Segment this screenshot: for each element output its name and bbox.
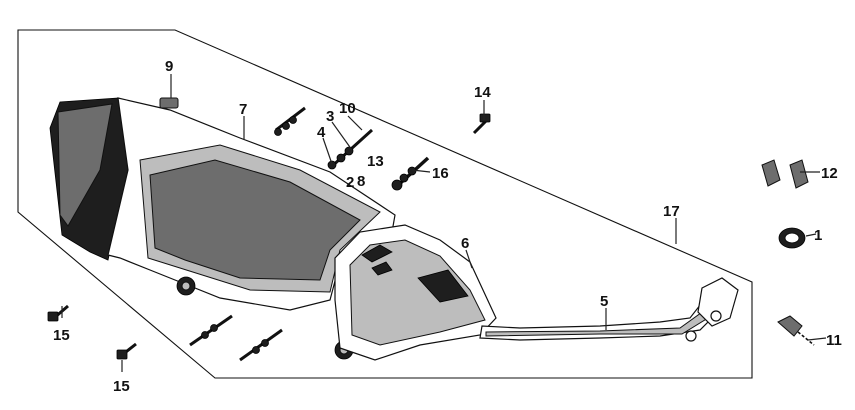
- callout-7: 7: [239, 101, 247, 118]
- callout-8: 8: [357, 173, 365, 190]
- bolt-14: [472, 113, 491, 135]
- fastener-set-16: [391, 156, 430, 191]
- muffler-body: [49, 97, 404, 360]
- heat-shield: [334, 224, 497, 361]
- callout-9: 9: [165, 58, 173, 75]
- callout-16: 16: [432, 165, 449, 182]
- callout-2: 2: [346, 174, 354, 191]
- assembly-frame: [17, 29, 753, 379]
- callout-13: 13: [367, 153, 384, 170]
- studs-12: [761, 159, 809, 189]
- callout-3: 3: [326, 108, 334, 125]
- bolts-15: [47, 304, 137, 360]
- gasket-1: [778, 227, 806, 249]
- fastener-set-upper: [274, 106, 306, 136]
- callout-4: 4: [317, 124, 326, 141]
- callout-labels: 1 2 3 4 5 6 7 8 9 10 11 12 13 14 15 15 1…: [53, 58, 842, 395]
- exhaust-pipe: [479, 277, 739, 342]
- callout-10: 10: [339, 100, 356, 117]
- callout-5: 5: [600, 293, 608, 310]
- callout-11: 11: [826, 332, 842, 349]
- callout-17: 17: [663, 203, 680, 220]
- callout-14: 14: [474, 84, 491, 101]
- o2-sensor-11: [777, 315, 815, 346]
- callout-6: 6: [461, 235, 469, 252]
- fastener-set-2-3-4-8-13: [327, 128, 374, 170]
- callout-15-lower: 15: [113, 378, 130, 395]
- callout-12: 12: [821, 165, 838, 182]
- callout-15-left: 15: [53, 327, 70, 344]
- callout-1: 1: [814, 227, 822, 244]
- leader-lines: [61, 74, 827, 372]
- fastener-set-lower-left: [189, 314, 283, 362]
